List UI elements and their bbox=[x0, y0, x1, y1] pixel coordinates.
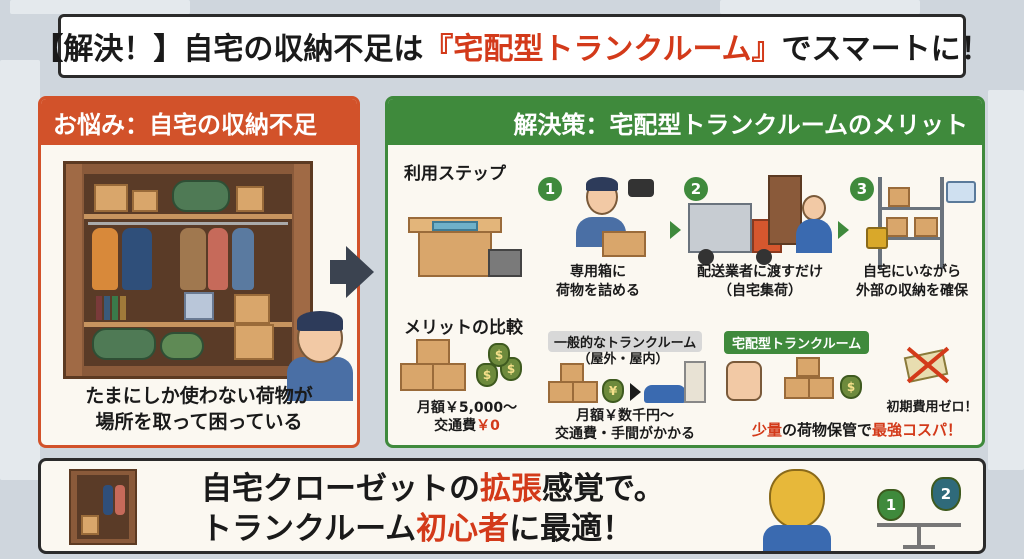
step-3-line2: 外部の収納を確保 bbox=[856, 283, 968, 299]
delivery-storage-tag: 宅配型トランクルーム bbox=[724, 331, 870, 354]
summary-text: 自宅クローゼットの拡張感覚で。 トランクルーム初心者に最適！ bbox=[201, 469, 665, 549]
general-cost-line1: 月額￥数千円～ bbox=[576, 408, 674, 424]
own-cost-transport-value: ￥0 bbox=[476, 418, 500, 434]
step-3-text: 自宅にいながら 外部の収納を確保 bbox=[846, 263, 978, 301]
summary-line1-highlight: 拡張 bbox=[480, 471, 542, 507]
money-bag-icon: ¥ bbox=[602, 379, 624, 403]
problem-caption: たまにしか使わない荷物が 場所を取って困っている bbox=[41, 383, 357, 435]
own-cost-line1: 月額￥5,000～ bbox=[416, 400, 518, 416]
step-3-line1: 自宅にいながら bbox=[863, 264, 961, 280]
step-3-number: 3 bbox=[850, 177, 874, 201]
title-prefix: 【解決！】自宅の収納不足は bbox=[33, 32, 424, 67]
step-1-line2: 荷物を詰める bbox=[556, 283, 640, 299]
conclusion-middle: の荷物保管で bbox=[781, 421, 872, 439]
summary-banner: 自宅クローゼットの拡張感覚で。 トランクルーム初心者に最適！ 1 2 bbox=[38, 458, 986, 554]
step-arrow-icon bbox=[838, 221, 849, 239]
storage-building-icon bbox=[684, 361, 706, 403]
id-card-icon bbox=[946, 181, 976, 203]
transition-arrow-icon bbox=[346, 246, 374, 298]
money-bag-icon: $ bbox=[488, 343, 510, 367]
page-title: 【解決！】自宅の収納不足は『宅配型トランクルーム』でスマートに！ bbox=[33, 14, 991, 78]
solution-heading: 解決策：宅配型トランクルームのメリット bbox=[388, 99, 982, 145]
step-2-number: 2 bbox=[684, 177, 708, 201]
step-arrow-icon bbox=[670, 221, 681, 239]
worried-person-illustration bbox=[279, 309, 357, 401]
title-suffix: でスマートに！ bbox=[781, 32, 991, 67]
steps-label: 利用ステップ bbox=[404, 164, 506, 184]
conclusion-highlight-best: 最強コスパ！ bbox=[872, 421, 963, 439]
initial-cost-zero: 初期費用ゼロ！ bbox=[886, 400, 978, 415]
money-bag-1-icon: 1 bbox=[877, 489, 905, 521]
general-storage-cost: 月額￥数千円～ 交通費・手間がかかる bbox=[540, 407, 710, 443]
problem-caption-line2: 場所を取って困っている bbox=[95, 411, 303, 433]
conclusion-text: 少量の荷物保管で最強コスパ！ bbox=[732, 421, 982, 439]
conclusion-highlight-small: 少量 bbox=[751, 421, 782, 439]
title-highlight: 『宅配型トランクルーム』 bbox=[423, 32, 782, 67]
problem-heading: お悩み：自宅の収納不足 bbox=[41, 99, 357, 145]
thumbs-up-icon bbox=[726, 361, 762, 401]
money-bag-2-icon: 2 bbox=[931, 477, 961, 511]
arrow-icon bbox=[630, 383, 641, 401]
own-cost-transport-label: 交通費 bbox=[434, 418, 477, 434]
summary-line2-highlight: 初心者 bbox=[416, 511, 510, 547]
camera-icon bbox=[628, 179, 654, 197]
own-cost: 月額￥5,000～ 交通費￥0 bbox=[402, 399, 532, 435]
step-2-line1: 配送業者に渡すだけ bbox=[697, 264, 823, 280]
car-icon bbox=[644, 385, 686, 403]
cluttered-closet-illustration bbox=[63, 161, 313, 379]
step-2-line2: （自宅集荷） bbox=[718, 283, 802, 299]
summary-line2-end: に最適！ bbox=[509, 511, 634, 547]
summary-line1-end: 感覚で。 bbox=[542, 471, 665, 507]
compare-label: メリットの比較 bbox=[404, 318, 523, 338]
solution-panel: 解決策：宅配型トランクルームのメリット 利用ステップ 1 専用箱に 荷物を詰める… bbox=[385, 96, 985, 448]
summary-line2-start: トランクルーム bbox=[201, 511, 417, 547]
problem-panel: お悩み：自宅の収納不足 bbox=[38, 96, 360, 448]
general-storage-tag: 一般的なトランクルーム bbox=[548, 331, 703, 352]
transition-arrow-stem bbox=[330, 260, 348, 284]
lock-icon bbox=[866, 227, 888, 249]
money-bag-icon: $ bbox=[840, 375, 862, 399]
summary-line1-start: 自宅クローゼットの bbox=[201, 471, 480, 507]
step-1-line1: 専用箱に bbox=[570, 264, 626, 280]
problem-caption-line1: たまにしか使わない荷物が bbox=[85, 385, 313, 407]
step-1-text: 専用箱に 荷物を詰める bbox=[538, 263, 658, 301]
money-bag-icon: $ bbox=[476, 363, 498, 387]
general-storage-sub: （屋外・屋内） bbox=[577, 352, 669, 367]
step-2-text: 配送業者に渡すだけ （自宅集荷） bbox=[680, 263, 840, 301]
step-1-number: 1 bbox=[538, 177, 562, 201]
general-cost-line2: 交通費・手間がかかる bbox=[555, 426, 695, 442]
